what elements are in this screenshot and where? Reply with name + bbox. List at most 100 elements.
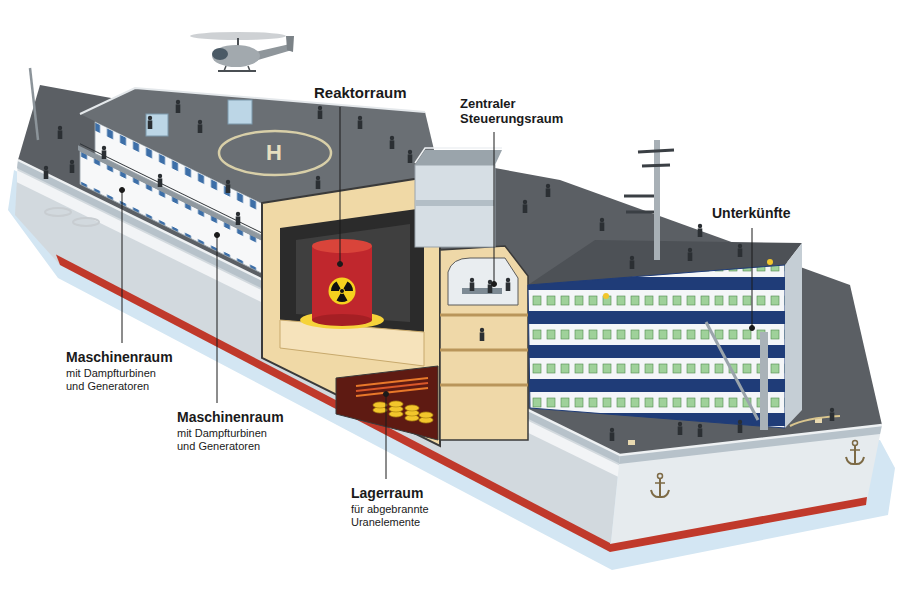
exhaust-pipe	[760, 332, 768, 430]
callout-title: Maschinenraum	[177, 409, 284, 426]
leader-dot	[384, 392, 389, 397]
roof-vent	[146, 114, 168, 136]
leader-line	[386, 396, 387, 479]
person	[390, 136, 395, 149]
callout-title: Unterkünfte	[712, 205, 791, 222]
radiation-symbol	[328, 278, 355, 306]
radiation-disc	[329, 278, 356, 305]
callout-note: für abgebrannte Uranelemente	[351, 503, 455, 529]
callout-note: mit Dampfturbinen und Generatoren	[177, 427, 287, 453]
deck-hatch	[45, 208, 71, 216]
drum	[389, 401, 403, 407]
bow-red-stripe	[610, 497, 867, 552]
person	[830, 408, 835, 421]
leader-dot	[338, 262, 343, 267]
person	[318, 106, 323, 119]
person	[688, 248, 693, 261]
anchor	[651, 474, 669, 498]
leader-line	[122, 192, 123, 343]
helicopter-body	[212, 45, 260, 67]
leader-line	[752, 228, 753, 326]
tower-front	[415, 165, 495, 247]
leader-dot	[750, 326, 755, 331]
floor	[440, 314, 528, 317]
person	[58, 126, 63, 139]
skid-strut	[248, 66, 250, 71]
radiation-blade	[344, 281, 354, 291]
person	[610, 428, 615, 441]
bow-face	[610, 425, 882, 552]
skid-strut	[224, 66, 226, 71]
bollard	[628, 440, 635, 445]
mast	[654, 140, 660, 260]
person	[600, 218, 605, 231]
mast-yard	[642, 165, 670, 166]
mast-arm	[626, 211, 654, 214]
person	[70, 160, 75, 173]
person	[102, 146, 107, 159]
helipad-circle	[219, 131, 331, 175]
leader-dot	[120, 188, 125, 193]
radiation-blade	[328, 281, 341, 294]
anchor	[846, 441, 864, 465]
deck-hatch	[73, 218, 99, 226]
radiation-blade	[337, 292, 350, 305]
callout-title: Zentraler Steuerungsraum	[460, 96, 580, 126]
tower-top	[415, 150, 502, 165]
person	[44, 166, 49, 179]
leader-dot	[215, 233, 220, 238]
roof-lamp	[603, 293, 609, 299]
drum	[405, 405, 419, 411]
leader-line	[340, 107, 341, 262]
fuel-rod	[356, 388, 428, 396]
bow-band	[619, 425, 882, 464]
tail-boom	[255, 44, 292, 60]
callout-title: Lagerraum	[351, 485, 423, 502]
accommodation-front	[528, 265, 785, 428]
stairs	[706, 322, 758, 420]
person	[176, 100, 181, 113]
floor	[440, 349, 528, 352]
reactor-vessel	[312, 246, 372, 320]
radiation-core	[340, 289, 344, 293]
control-section	[440, 246, 528, 440]
person	[630, 256, 635, 269]
reactor-vessel-top	[312, 239, 372, 253]
person	[698, 424, 703, 437]
people	[44, 100, 835, 441]
leader-lines	[120, 107, 755, 479]
person	[523, 200, 528, 213]
tower-railing	[415, 148, 502, 163]
leader-line	[217, 237, 218, 403]
tower-band	[415, 200, 495, 206]
storage-room	[336, 366, 438, 440]
mast-arm	[624, 195, 654, 198]
person	[236, 212, 241, 225]
stern-mast	[30, 68, 38, 140]
person	[358, 116, 363, 129]
accommodation-side	[785, 243, 802, 428]
person	[738, 420, 743, 433]
cockpit	[212, 48, 228, 60]
roof-lamp	[767, 259, 773, 265]
person	[158, 174, 163, 187]
helicopter	[190, 32, 294, 71]
person	[546, 184, 551, 197]
roof-vent	[228, 100, 252, 124]
person	[738, 244, 743, 257]
callout-note: mit Dampfturbinen und Generatoren	[66, 367, 176, 393]
person	[480, 328, 485, 341]
control-room	[448, 258, 518, 305]
person	[470, 278, 475, 291]
console	[462, 288, 502, 294]
person	[226, 180, 231, 193]
floor	[440, 384, 528, 387]
reactor-inner-wall	[296, 224, 410, 322]
person	[488, 280, 493, 293]
person	[698, 224, 703, 237]
person	[198, 120, 203, 133]
callout-title: Maschinenraum	[66, 349, 173, 366]
person	[506, 278, 511, 291]
